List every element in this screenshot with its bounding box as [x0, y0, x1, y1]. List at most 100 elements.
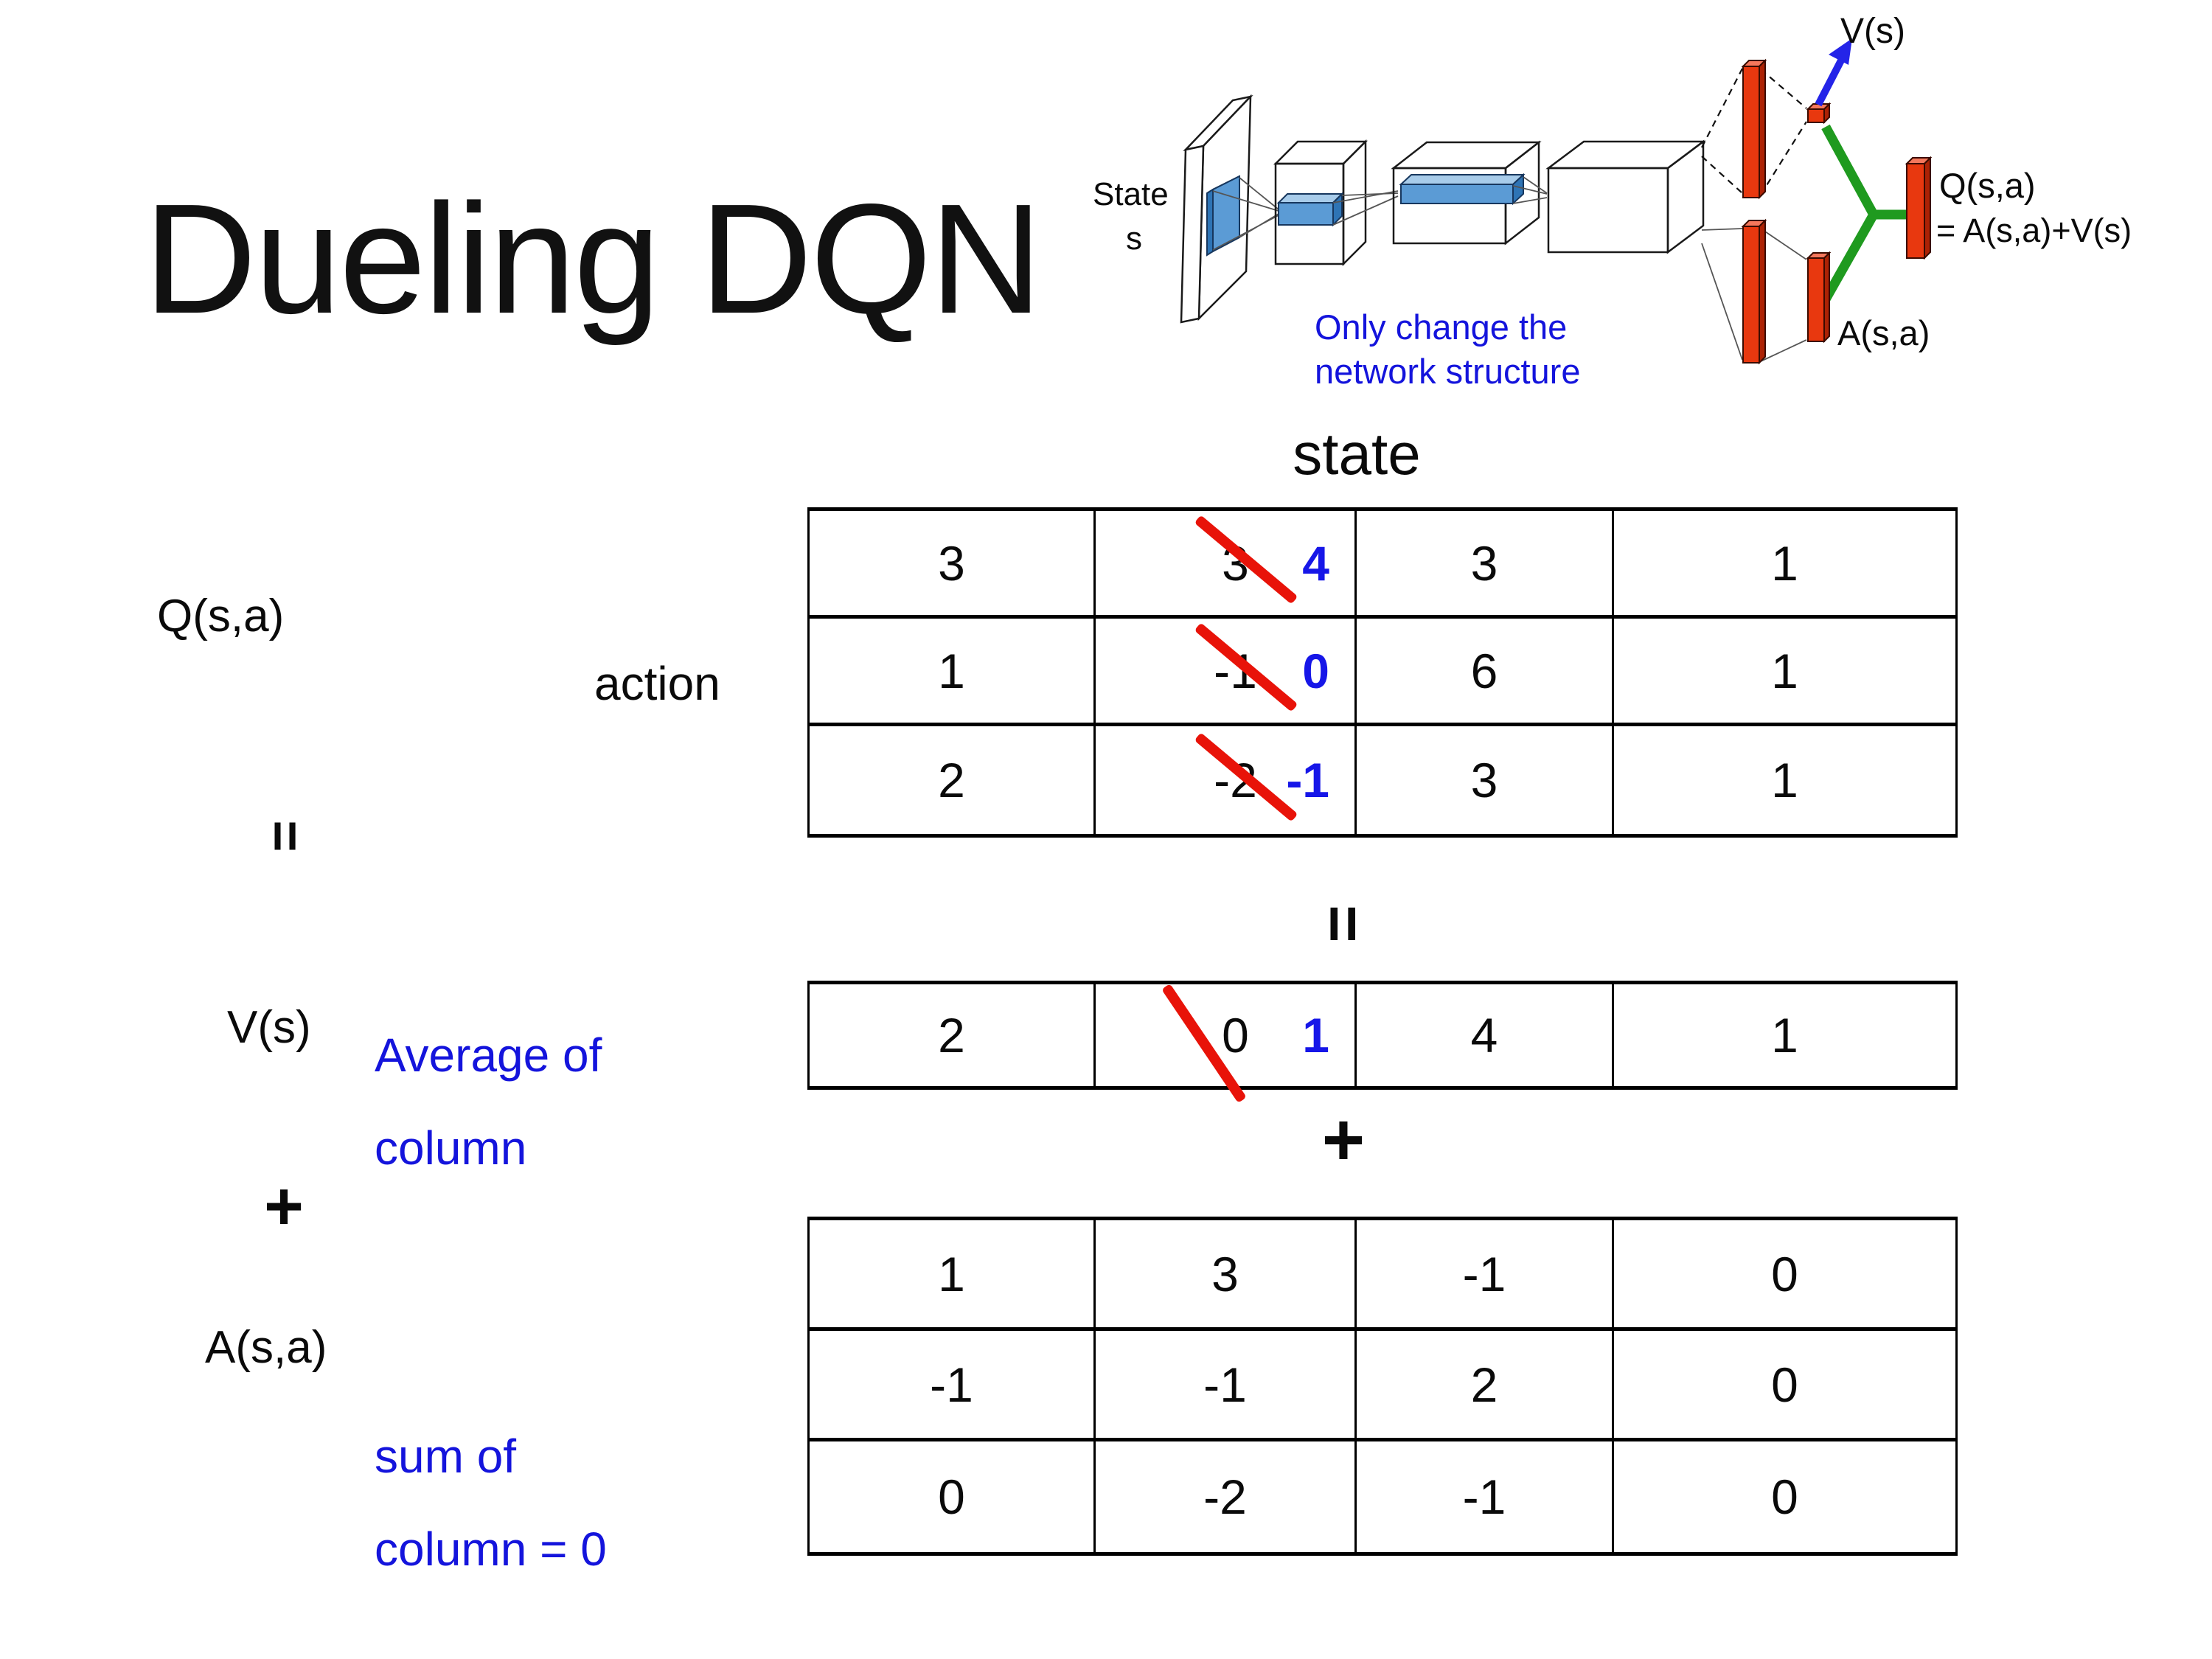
- cell-value: 0: [938, 1470, 965, 1524]
- table-cell-crossed: -2 -1: [1096, 726, 1357, 834]
- table-cell: 2: [1357, 1331, 1614, 1441]
- a-stream-bar: [1741, 218, 1767, 365]
- a-function-label: A(s,a): [205, 1322, 327, 1373]
- table-cell: 2: [810, 984, 1096, 1086]
- table-cell-crossed: 3 4: [1096, 511, 1357, 619]
- table-cell-crossed: -1 0: [1096, 619, 1357, 726]
- conv-projection-lines-3: [1512, 176, 1548, 204]
- diagram-q-label-2: = A(s,a)+V(s): [1936, 212, 2132, 249]
- table-cell: -1: [1096, 1331, 1357, 1441]
- feature-bar-1: [1276, 192, 1344, 227]
- plus-sign-left: +: [264, 1168, 304, 1244]
- table-cell: 3: [1357, 726, 1614, 834]
- cell-value: 1: [938, 643, 965, 698]
- v-function-label: V(s): [227, 1002, 311, 1053]
- table-cell: 0: [1614, 1331, 1955, 1441]
- page-title: Dueling DQN: [144, 171, 1043, 346]
- cell-value: -1: [930, 1357, 973, 1412]
- cell-value: 4: [1470, 1008, 1498, 1062]
- average-of-column-note: Average of column: [375, 1009, 602, 1194]
- v-stream-bar: [1741, 58, 1767, 200]
- stream-split-lines: [1701, 68, 1743, 361]
- replacement-value: 1: [1302, 1008, 1329, 1062]
- cell-value: 1: [938, 1246, 965, 1301]
- sum-of-column-note: sum of column = 0: [375, 1410, 607, 1596]
- table-cell: 3: [1357, 511, 1614, 619]
- dueling-network-diagram: V(s) State s Q(s,a) = A(s,a)+V(s) A(s,a)…: [1093, 12, 2132, 391]
- diagram-note-line-1: Only change the: [1315, 307, 1567, 347]
- diagram-state-label-1: State: [1093, 176, 1169, 212]
- cell-value: 2: [938, 753, 965, 807]
- v-stream-lines: [1760, 69, 1807, 195]
- cell-value: 1: [1771, 1008, 1798, 1062]
- replacement-value: 4: [1302, 535, 1329, 591]
- diagram-a-label: A(s,a): [1837, 313, 1930, 352]
- table-cell: 4: [1357, 984, 1614, 1086]
- average-note-line-2: column: [375, 1121, 527, 1175]
- cell-value: 1: [1771, 643, 1798, 698]
- table-cell: 1: [1614, 726, 1955, 834]
- table-cell: 1: [1614, 511, 1955, 619]
- q-value-table: 3 3 4 3 1 1 -1 0 6 1 2 -2 -1 3 1: [807, 507, 1958, 838]
- equals-sign-center: =: [1307, 905, 1380, 943]
- table-cell: 0: [1614, 1220, 1955, 1331]
- cell-value: 3: [938, 535, 965, 591]
- conv-filter-patch: [1206, 175, 1240, 257]
- cell-value: 1: [1771, 753, 1798, 807]
- cell-value: 3: [1211, 1246, 1239, 1301]
- table-cell: 0: [1614, 1441, 1955, 1552]
- cell-value: 0: [1771, 1246, 1798, 1301]
- hidden-layer-box-1: [1273, 139, 1368, 267]
- sum-note-line-2: column = 0: [375, 1523, 607, 1576]
- table-cell-crossed: 0 1: [1096, 984, 1357, 1104]
- replacement-value: 0: [1302, 643, 1329, 698]
- table-cell: 1: [1614, 619, 1955, 726]
- hidden-layer-box-3: [1545, 139, 1706, 254]
- cell-value: 0: [1771, 1470, 1798, 1524]
- table-cell: -2: [1096, 1441, 1357, 1552]
- equals-sign-left: =: [255, 820, 317, 852]
- table-cell: 0: [810, 1441, 1096, 1552]
- table-cell: 6: [1357, 619, 1614, 726]
- table-cell: 2: [810, 726, 1096, 834]
- a-vector-bar: [1806, 251, 1832, 344]
- table-cell: -1: [810, 1331, 1096, 1441]
- table-cell: 1: [1614, 984, 1955, 1086]
- cell-value: 6: [1470, 643, 1498, 698]
- table-cell: 3: [810, 511, 1096, 619]
- cell-value: 3: [1470, 535, 1498, 591]
- table-cell: 1: [810, 619, 1096, 726]
- cell-value: -2: [1203, 1470, 1247, 1524]
- cell-value: 2: [1470, 1357, 1498, 1412]
- v-value-table: 2 0 1 4 1: [807, 981, 1958, 1104]
- hidden-layer-box-2: [1391, 140, 1542, 246]
- diagram-v-label: V(s): [1840, 12, 1905, 51]
- diagram-note-line-2: network structure: [1315, 352, 1580, 391]
- v-arrow: [1815, 38, 1852, 107]
- q-output-bar: [1905, 156, 1933, 260]
- feature-bar-2: [1399, 173, 1526, 206]
- table-cell: -1: [1357, 1220, 1614, 1331]
- cell-value: 3: [1470, 753, 1498, 807]
- sum-note-line-1: sum of: [375, 1430, 517, 1483]
- table-cell: -1: [1357, 1441, 1614, 1552]
- replacement-value: -1: [1286, 753, 1329, 807]
- cell-value: -1: [1462, 1470, 1506, 1524]
- conv-projection-lines-2: [1332, 190, 1399, 226]
- cell-value: -1: [1462, 1246, 1506, 1301]
- diagram-state-label-2: s: [1126, 220, 1142, 257]
- cell-value: 1: [1771, 535, 1798, 591]
- a-stream-lines: [1760, 228, 1807, 362]
- cell-value: -1: [1203, 1357, 1247, 1412]
- a-value-table: 1 3 -1 0 -1 -1 2 0 0 -2 -1 0: [807, 1217, 1958, 1556]
- average-note-line-1: Average of: [375, 1029, 602, 1082]
- action-axis-label: action: [594, 657, 720, 710]
- plus-sign-center: +: [1321, 1098, 1366, 1181]
- table-cell: 1: [810, 1220, 1096, 1331]
- state-axis-label: state: [1293, 421, 1421, 487]
- table-cell: 3: [1096, 1220, 1357, 1331]
- aggregation-junction: [1815, 124, 1913, 313]
- cell-value: 2: [938, 1008, 965, 1062]
- diagram-q-label-1: Q(s,a): [1939, 166, 2036, 205]
